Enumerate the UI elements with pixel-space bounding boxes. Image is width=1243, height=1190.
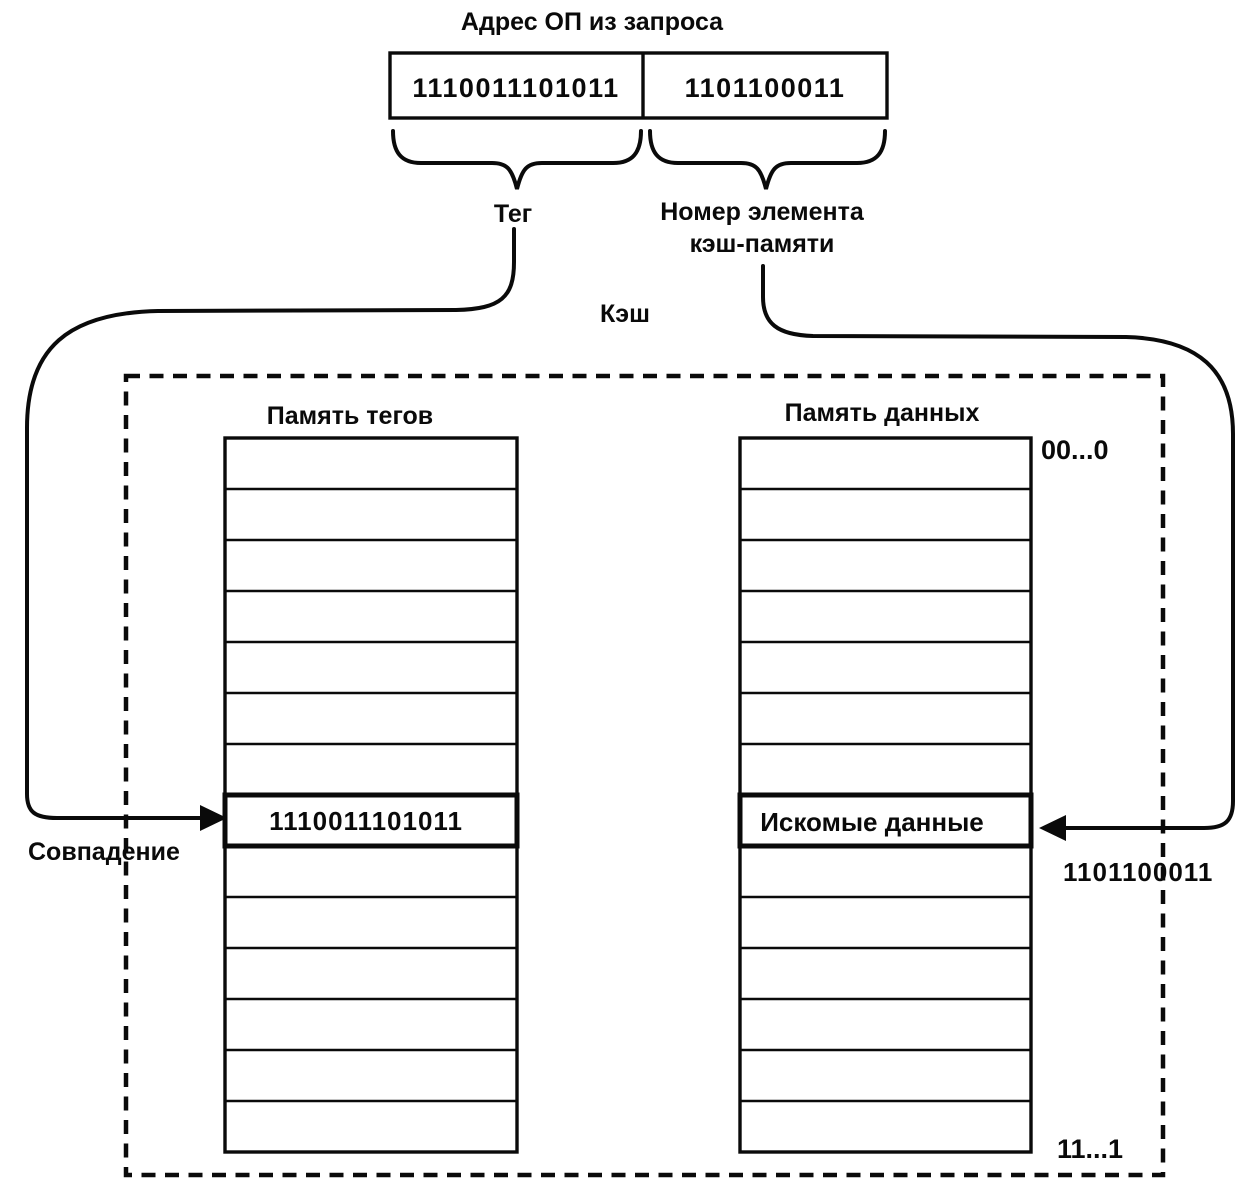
matched-tag-value: 1110011101011 <box>269 806 463 836</box>
address-tag-field-value: 1110011101011 <box>412 73 619 103</box>
index-select-arrowhead-icon <box>1039 815 1066 841</box>
last-row-index-label: 11...1 <box>1057 1134 1123 1164</box>
data-memory-outline <box>738 436 1033 1154</box>
data-memory-title: Память данных <box>785 399 980 427</box>
tag-compare-connector-line <box>25 227 516 820</box>
sought-data-label: Искомые данные <box>760 807 984 837</box>
diagram-title: Адрес ОП из запроса <box>461 8 724 36</box>
address-register-box <box>388 51 889 120</box>
tag-field-label: Тег <box>494 200 532 228</box>
index-field-label-line2: кэш-памяти <box>690 230 835 258</box>
data-memory-table <box>737 487 1034 1103</box>
first-row-index-label: 00...0 <box>1041 435 1109 465</box>
tag-memory-title: Память тегов <box>267 402 433 430</box>
tag-memory-table <box>222 487 520 1103</box>
match-label: Совпадение <box>28 838 180 866</box>
cache-boundary-box <box>123 373 1166 1178</box>
address-index-field-value: 1101100011 <box>685 73 846 103</box>
tag-memory-highlighted-row <box>222 792 520 849</box>
tag-field-brace <box>391 129 643 190</box>
tag-memory-outline <box>223 436 519 1154</box>
cache-label: Кэш <box>600 300 650 328</box>
index-field-brace <box>648 129 887 190</box>
address-register: 1110011101011 1101100011 <box>388 51 889 120</box>
index-select-connector-line <box>761 264 1235 830</box>
tag-compare-arrowhead-icon <box>200 805 227 831</box>
index-value-label: 1101100011 <box>1063 857 1213 887</box>
index-field-label-line1: Номер элемента <box>660 198 865 226</box>
